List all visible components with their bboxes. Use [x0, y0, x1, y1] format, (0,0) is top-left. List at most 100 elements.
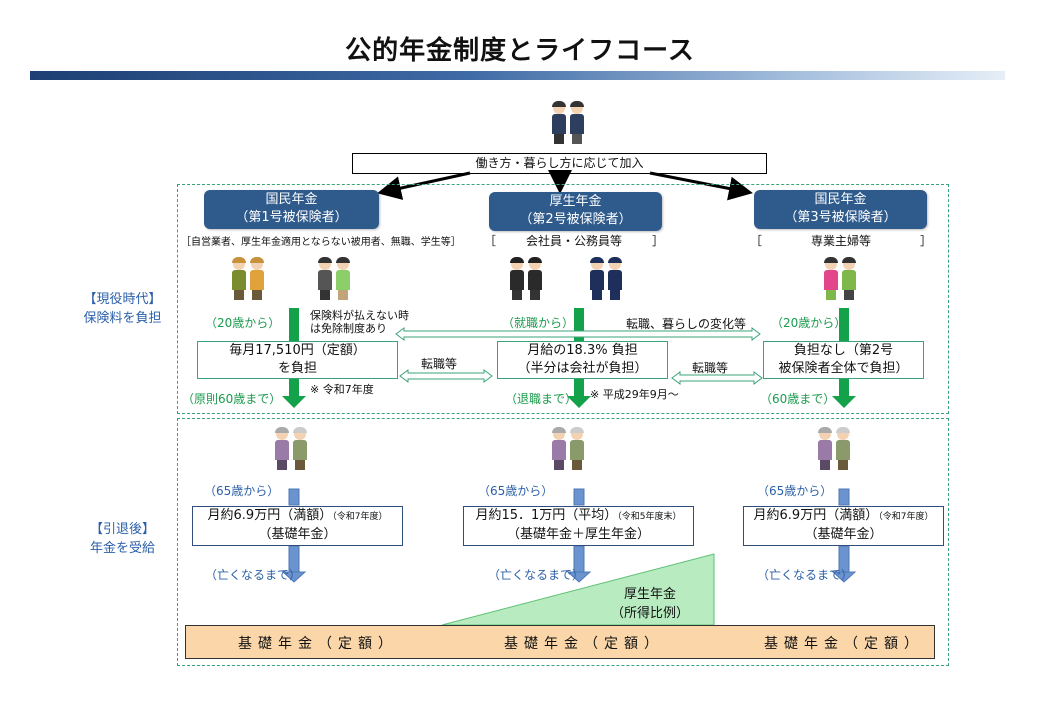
benefit-arrow-1: [281, 571, 307, 583]
side-label-retired-title: 【引退後】: [89, 522, 155, 537]
benefit-box-2-sub: （基礎年金＋厚生年金）: [506, 527, 650, 542]
employee-pension-label: 厚生年金 （所得比例）: [600, 585, 700, 623]
basic-pension-bar: 基礎年金（定額） 基礎年金（定額） 基礎年金（定額）: [185, 625, 935, 659]
benefit-bar-1-top: [288, 488, 300, 506]
end-label-1: （原則60歳まで）: [182, 392, 282, 406]
premium-box-3-line-1: 負担なし（第2号: [793, 343, 894, 358]
premium-box-2-line-2: （半分は会社が負担）: [517, 361, 648, 376]
police-officer-icon: [608, 257, 622, 300]
elderly-woman-icon: [818, 427, 832, 470]
career-change-arrow: [395, 327, 761, 341]
job-change-arrow-2: [671, 371, 763, 385]
exemption-note-line-2: は免除制度あり: [310, 322, 387, 335]
farmer-icon: [232, 257, 246, 300]
elderly-couple-1: [275, 427, 307, 470]
benefit-box-1-main: 月約6.9万円（満額）: [207, 508, 333, 523]
basic-pension-label-3: 基礎年金（定額）: [764, 636, 924, 652]
premium-box-2: 月給の18.3% 負担 （半分は会社が負担）: [497, 341, 668, 379]
benefit-arrow-3: [831, 571, 857, 583]
contribution-arrow-2: [567, 396, 591, 408]
contribution-arrow-3: [832, 396, 856, 408]
benefit-end-3: （亡くなるまで）: [757, 568, 854, 582]
contribution-bar-1-bottom: [289, 378, 299, 396]
farmers-illustration: [232, 257, 264, 300]
office-workers-illustration: [510, 257, 542, 300]
category-2-type: （第2号被保険者）: [519, 212, 632, 227]
elderly-woman-icon: [275, 427, 289, 470]
category-1-name: 国民年金: [265, 192, 318, 207]
contribution-bar-3-top: [839, 308, 849, 341]
category-2-header: 厚生年金 （第2号被保険者）: [489, 192, 662, 231]
student-boy-icon: [552, 101, 566, 144]
benefit-box-1-sub: （基礎年金）: [258, 527, 337, 542]
end-label-3: （60歳まで）: [760, 392, 836, 406]
footnote-1: ※ 令和7年度: [310, 383, 374, 396]
category-2-members: ［会社員・公務員等］: [484, 234, 664, 248]
end-label-2: （退職まで）: [505, 392, 578, 406]
category-3-name: 国民年金: [814, 192, 867, 207]
premium-box-3: 負担なし（第2号 被保険者全体で負担）: [763, 341, 924, 379]
premium-box-1-line-1: 毎月17,510円（定額）: [229, 343, 366, 358]
benefit-bar-3-top: [838, 488, 850, 506]
student-icon: [336, 257, 350, 300]
arrow-to-category-3: [649, 171, 753, 201]
benefit-arrow-2: [566, 571, 592, 583]
public-servants-illustration: [590, 257, 622, 300]
benefit-start-3: （65歳から）: [757, 484, 833, 498]
premium-box-1: 毎月17,510円（定額） を負担: [197, 341, 398, 379]
job-change-label-2: 転職等: [692, 361, 729, 375]
benefit-bar-2-top: [573, 488, 585, 506]
page-title: 公的年金制度とライフコース: [345, 36, 695, 66]
premium-box-1-line-2: を負担: [277, 361, 317, 376]
contribution-bar-3-bottom: [839, 378, 849, 396]
benefit-end-2: （亡くなるまで）: [488, 568, 585, 582]
category-2-name: 厚生年金: [549, 194, 602, 209]
basic-pension-label-1: 基礎年金（定額）: [238, 636, 398, 652]
start-label-1: （20歳から）: [205, 316, 281, 330]
benefit-box-2: 月約15．1万円（平均）（令和5年度末） （基礎年金＋厚生年金）: [463, 506, 694, 546]
benefit-box-1: 月約6.9万円（満額）（令和7年度） （基礎年金）: [192, 506, 403, 546]
side-label-active-title: 【現役時代】: [83, 292, 162, 307]
category-3-header: 国民年金 （第3号被保険者）: [754, 190, 927, 229]
title-underline-bar: [30, 71, 1005, 80]
elderly-man-icon: [293, 427, 307, 470]
employee-pension-title: 厚生年金: [623, 587, 676, 602]
elderly-man-icon: [836, 427, 850, 470]
police-officer-icon: [590, 257, 604, 300]
category-3-members-text: 専業主婦等: [810, 234, 871, 248]
contribution-arrow-1: [282, 396, 306, 408]
basic-pension-label-2: 基礎年金（定額）: [504, 636, 664, 652]
arrow-to-category-1: [377, 171, 471, 200]
category-1-header: 国民年金 （第1号被保険者）: [204, 190, 379, 229]
job-change-arrow-1: [399, 369, 493, 383]
businessman-icon: [510, 257, 524, 300]
employee-pension-sub: （所得比例）: [610, 606, 689, 621]
benefit-box-2-note: （令和5年度末）: [617, 512, 682, 522]
career-change-note: 転職、暮らしの変化等: [626, 317, 747, 331]
premium-box-2-line-1: 月給の18.3% 負担: [527, 343, 638, 358]
benefit-start-1: （65歳から）: [204, 484, 280, 498]
elderly-couple-3: [818, 427, 850, 470]
freelancers-illustration: [318, 257, 350, 300]
premium-box-3-line-2: 被保険者全体で負担）: [778, 361, 909, 376]
side-label-retired-sub: 年金を受給: [89, 541, 155, 556]
category-2-members-text: 会社員・公務員等: [525, 234, 622, 248]
homemaker-icon: [842, 257, 856, 300]
elderly-woman-icon: [552, 427, 566, 470]
contribution-bar-1-top: [289, 308, 299, 341]
category-1-type: （第1号被保険者）: [235, 210, 348, 225]
retired-period-frame: [177, 418, 949, 666]
side-label-retired: 【引退後】 年金を受給: [75, 520, 170, 558]
contribution-bar-2-bottom: [574, 378, 584, 396]
homemaker-icon: [824, 257, 838, 300]
elderly-couple-2: [552, 427, 584, 470]
job-change-label-1: 転職等: [421, 357, 458, 371]
benefit-box-3-main: 月約6.9万円（満額）: [753, 508, 879, 523]
active-period-frame: [177, 184, 949, 414]
contribution-bar-2-top: [574, 308, 584, 341]
homemakers-illustration: [824, 257, 856, 300]
businesswoman-icon: [528, 257, 542, 300]
benefit-box-2-main: 月約15．1万円（平均）: [475, 508, 618, 523]
benefit-end-1: （亡くなるまで）: [205, 568, 302, 582]
